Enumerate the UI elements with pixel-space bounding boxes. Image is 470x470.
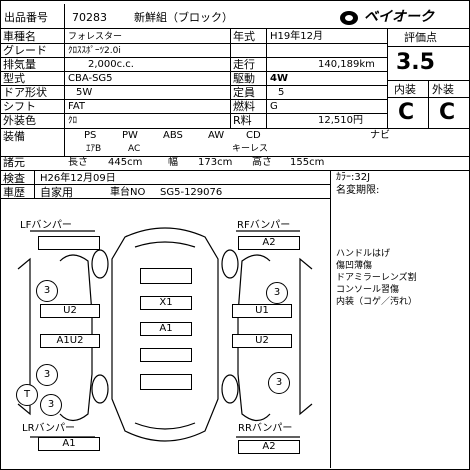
drive-value: 4W	[270, 73, 288, 84]
history-value: 自家用	[40, 186, 73, 199]
type-value: CBA-SG5	[68, 73, 113, 84]
circle-left-rear: 3	[36, 364, 58, 386]
displacement-value: 2,000c.c.	[88, 59, 134, 70]
circle-left-front: 3	[36, 280, 58, 302]
lf-bumper-label: LFバンパー	[20, 220, 72, 231]
lf-bumper-box	[38, 236, 100, 250]
roof-mid-box: A1	[140, 322, 192, 336]
mileage-value: 140,189km	[318, 59, 375, 70]
rf-bumper-label: RFバンパー	[237, 220, 291, 231]
equip-pw: PW	[122, 130, 138, 141]
equip-navi: ナビ	[370, 130, 390, 141]
chassis-label: 車台NO	[110, 187, 146, 198]
capacity-value: 5	[278, 87, 285, 98]
chassis-value: SG5-129076	[160, 187, 223, 198]
length-label: 長さ	[68, 157, 88, 168]
shift-value: FAT	[68, 101, 86, 112]
rr-bumper-label: RRバンパー	[238, 423, 293, 434]
width-value: 173cm	[198, 157, 233, 168]
name-change-deadline: 名変期限:	[336, 185, 380, 196]
interior-label: 内装	[394, 83, 416, 96]
price-value: 12,510円	[318, 115, 363, 126]
year-value: H19年12月	[270, 31, 323, 42]
equip-aw: AW	[208, 130, 225, 141]
shift-label: シフト	[3, 100, 36, 113]
equip-keyless: キーレス	[232, 144, 269, 154]
exterior-label: 外装	[432, 83, 454, 96]
note-line-3: ドアミラーレンズ割	[336, 273, 417, 283]
lot-label: 出品番号	[4, 11, 48, 24]
equip-ac: AC	[128, 144, 141, 154]
interior-grade: C	[398, 100, 415, 125]
price-label: R料	[233, 114, 252, 127]
mileage-label: 走行	[233, 58, 255, 71]
model-label: 車種名	[3, 30, 36, 43]
rf-bumper-box: A2	[238, 236, 300, 250]
note-line-2: 傷凹薄傷	[336, 261, 373, 271]
dims-label: 諸元	[3, 156, 25, 169]
type-label: 型式	[3, 72, 25, 85]
grade-label: グレード	[3, 44, 47, 57]
rr-bumper-box: A2	[238, 440, 300, 454]
logo: ベイオーク	[338, 8, 464, 28]
model-value: フォレスター	[68, 32, 123, 42]
circle-right-rear: 3	[268, 372, 290, 394]
note-line-4: コンソール習傷	[336, 285, 400, 295]
equip-abs: ABS	[163, 130, 183, 141]
color-label: 外装色	[3, 114, 36, 127]
fuel-label: 燃料	[233, 100, 255, 113]
hood-box	[140, 268, 192, 284]
right-rear-door-box: U2	[232, 334, 292, 348]
eval-score: 3.5	[396, 50, 435, 75]
circle-right-front: 3	[266, 282, 288, 304]
trunk-box	[140, 374, 192, 390]
lr-bumper-box: A1	[38, 437, 100, 451]
auction-name: 新鮮組（ブロック）	[134, 11, 233, 24]
doors-value: 5W	[76, 87, 93, 98]
history-label: 車歴	[3, 186, 25, 199]
displacement-label: 排気量	[3, 58, 36, 71]
roof-front-box: X1	[140, 296, 192, 310]
color-value: ｸﾛ	[68, 116, 78, 126]
grade-value: ｸﾛｽｽﾎﾟｰﾂ2.0i	[68, 46, 121, 56]
circle-left-t: T	[16, 384, 38, 406]
color-code: ｶﾗｰ:32J	[336, 172, 371, 183]
equip-ps: PS	[84, 130, 97, 141]
circle-left-rear-lower: 3	[40, 394, 62, 416]
left-rear-door-box: A1U2	[40, 334, 100, 348]
year-label: 年式	[233, 30, 255, 43]
doors-label: ドア形状	[3, 86, 47, 99]
capacity-label: 定員	[233, 86, 255, 99]
roof-rear-box	[140, 348, 192, 362]
left-front-door-box: U2	[40, 304, 100, 318]
logo-text: ベイオーク	[364, 9, 434, 25]
width-label: 幅	[168, 157, 178, 168]
lot-number: 70283	[72, 11, 107, 24]
inspection-label: 検査	[3, 172, 25, 185]
eval-label: 評価点	[404, 31, 437, 44]
exterior-grade: C	[439, 100, 456, 125]
height-value: 155cm	[290, 157, 325, 168]
inspection-value: H26年12月09日	[40, 173, 116, 184]
height-label: 高さ	[252, 157, 272, 168]
equip-airbag: ｴｱB	[86, 144, 102, 154]
note-line-1: ハンドルはげ	[336, 249, 391, 259]
drive-label: 駆動	[233, 72, 255, 85]
note-line-5: 内装（コゲ／汚れ）	[336, 297, 418, 307]
fuel-value: G	[270, 101, 278, 112]
equipment-label: 装備	[3, 130, 25, 143]
equip-cd: CD	[246, 130, 261, 141]
length-value: 445cm	[108, 157, 143, 168]
right-front-door-box: U1	[232, 304, 292, 318]
lr-bumper-label: LRバンパー	[22, 423, 76, 434]
logo-mark-icon	[340, 11, 358, 25]
